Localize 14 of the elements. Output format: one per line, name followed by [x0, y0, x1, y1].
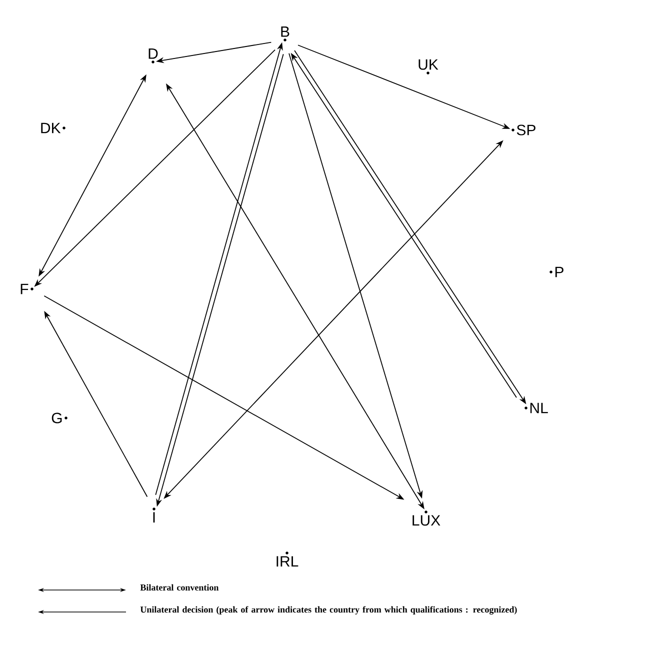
country-label: I	[153, 512, 155, 523]
country-label: LUX	[412, 515, 440, 526]
country-label: F	[20, 284, 28, 294]
country-label: B	[281, 26, 290, 37]
country-label: IRL	[276, 556, 298, 567]
country-label: G	[52, 412, 62, 424]
country-label: P	[555, 266, 564, 278]
country-label: SP	[516, 124, 536, 136]
country-label: UK	[418, 59, 438, 70]
country-label: D	[148, 48, 158, 59]
country-label: NL	[530, 402, 548, 414]
country-label: DK	[41, 122, 61, 134]
legend-text: Unilateral decision (peak of arrow indicates the country from which qualifications : recognized)	[140, 606, 517, 615]
legend-text: Bilateral convention	[140, 584, 219, 591]
